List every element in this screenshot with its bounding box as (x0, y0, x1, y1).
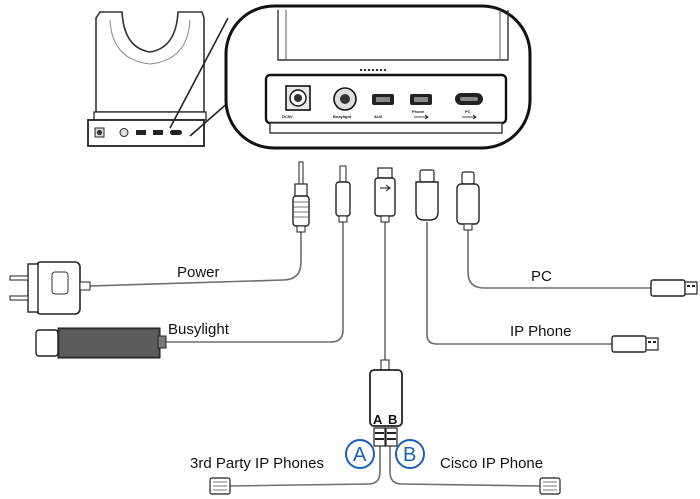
third-party-label: 3rd Party IP Phones (190, 455, 324, 472)
ip-phone-usb-a-plug (611, 335, 659, 353)
base-station-small (87, 11, 207, 147)
power-cable (89, 232, 302, 287)
pc-port-label: PC (465, 109, 471, 114)
ip-phone-cable (426, 222, 612, 345)
dc-port-label: DC5V (282, 114, 293, 119)
busylight-port-label: Busylight (333, 114, 352, 119)
busylight-plug (335, 165, 351, 223)
third-party-cable (227, 446, 381, 487)
cables (89, 220, 651, 487)
power-plug (292, 161, 310, 233)
ip-phone-label: IP Phone (510, 323, 571, 340)
pc-label: PC (531, 268, 552, 285)
usb-icon (462, 114, 477, 120)
ip-phone-plug (415, 169, 439, 221)
aux-plug (374, 167, 396, 223)
pc-cable (467, 228, 651, 289)
pc-plug (456, 171, 480, 231)
badge-a-text: A (353, 444, 367, 466)
badge-a: A (345, 439, 375, 469)
splitter-box: A B (369, 359, 403, 447)
busylight-label: Busylight (168, 321, 230, 338)
usb-icon (414, 114, 429, 120)
splitter-port-a-label: A (373, 412, 383, 427)
badge-b-text: B (403, 444, 416, 466)
zoomed-port-panel: DC5V Busylight AUX Phone PC (224, 4, 532, 150)
aux-port-label: AUX (374, 114, 383, 119)
splitter-port-b-label: B (388, 412, 397, 427)
phone-port-label: Phone (412, 109, 425, 114)
third-party-rj-plug (209, 477, 231, 495)
pc-usb-a-plug (650, 279, 698, 297)
power-adapter (9, 261, 91, 315)
power-label: Power (177, 264, 220, 281)
badge-b: B (395, 439, 425, 469)
cisco-label: Cisco IP Phone (440, 455, 543, 472)
cisco-rj-plug (539, 477, 561, 495)
cisco-cable (389, 446, 541, 487)
busylight-cable (160, 220, 344, 343)
busylight-device (35, 327, 167, 359)
